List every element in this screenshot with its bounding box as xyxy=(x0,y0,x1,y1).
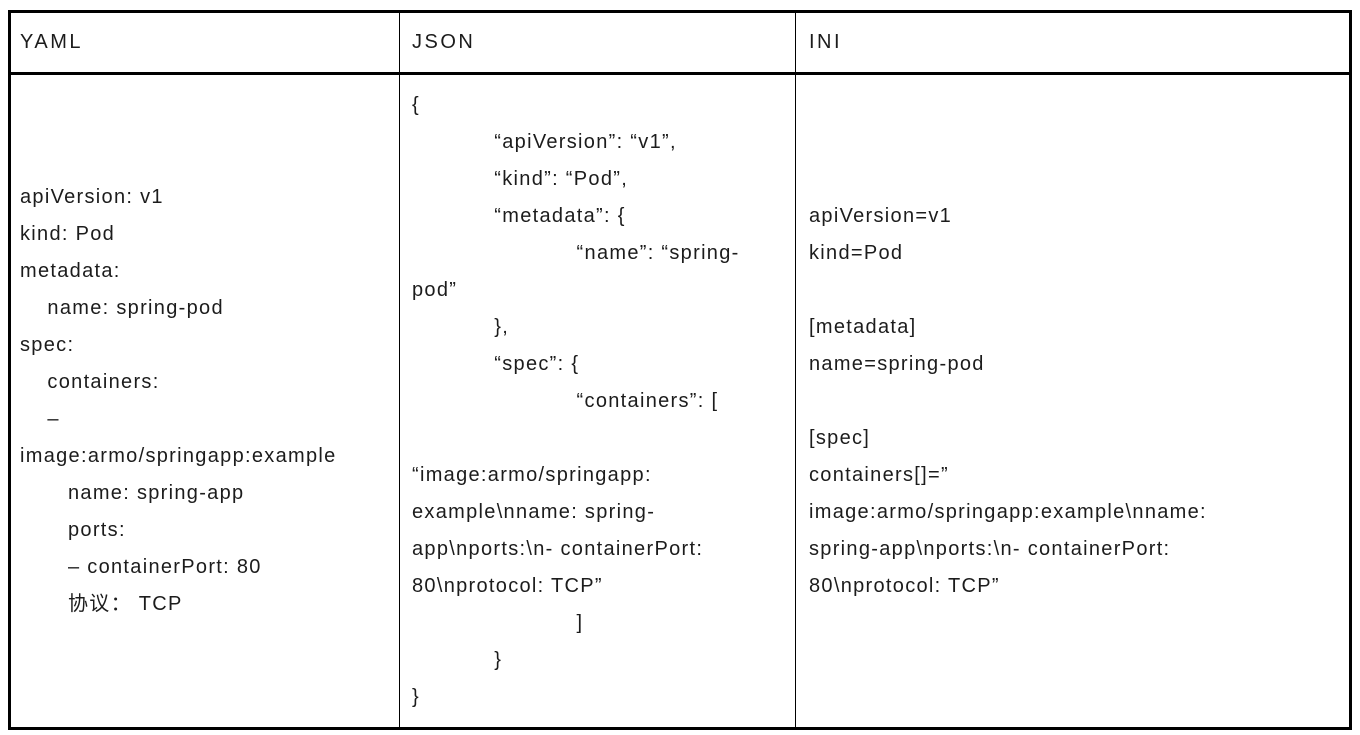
column-header-json: JSON xyxy=(400,13,796,75)
code-line: ports: xyxy=(20,519,126,541)
ini-code-cell: apiVersion=v1 kind=Pod [metadata] name=spri… xyxy=(796,75,1349,727)
code-line: containers: xyxy=(20,371,160,393)
code-line: } xyxy=(412,685,420,708)
code-line: “metadata”: { xyxy=(412,204,626,227)
column-header-yaml: YAML xyxy=(11,13,400,75)
code-line: image:armo/springapp:example xyxy=(20,445,337,467)
json-code-cell: { “apiVersion”: “v1”, “kind”: “Pod”, “me… xyxy=(400,75,796,727)
code-line: name=spring-pod xyxy=(809,352,985,375)
code-line: spring-app\nports:\n- containerPort: xyxy=(809,537,1171,560)
code-line: [metadata] xyxy=(809,315,917,338)
column-header-ini: INI xyxy=(796,13,1349,75)
code-line: kind=Pod xyxy=(809,241,904,264)
code-line: pod” xyxy=(412,278,458,301)
code-line: 80\nprotocol: TCP” xyxy=(412,574,603,597)
code-line: apiVersion: v1 xyxy=(20,186,164,208)
code-line: spec: xyxy=(20,334,75,356)
code-line: “apiVersion”: “v1”, xyxy=(412,130,677,153)
code-line: { xyxy=(412,93,420,116)
code-line xyxy=(412,420,791,457)
code-line: – xyxy=(20,408,60,430)
code-line: “name”: “spring- xyxy=(412,241,740,264)
code-line: app\nports:\n- containerPort: xyxy=(412,537,704,560)
code-line: containers[]=” xyxy=(809,463,949,486)
code-line xyxy=(809,272,1345,309)
code-line: }, xyxy=(412,315,510,338)
code-line: } xyxy=(412,648,503,671)
code-line: apiVersion=v1 xyxy=(809,204,953,227)
code-line: metadata: xyxy=(20,260,121,282)
code-line: “kind”: “Pod”, xyxy=(412,167,629,190)
code-line xyxy=(809,383,1345,420)
code-line: kind: Pod xyxy=(20,223,116,245)
code-line: “spec”: { xyxy=(412,352,580,375)
code-line: 80\nprotocol: TCP” xyxy=(809,574,1000,597)
column-header-ini-label: INI xyxy=(809,31,843,53)
yaml-code-cell: apiVersion: v1 kind: Pod metadata: name: s… xyxy=(11,75,400,727)
format-comparison-table: YAML JSON INI apiVersion: v1 kind: Pod met… xyxy=(8,10,1352,730)
code-line: “image:armo/springapp: xyxy=(412,463,652,486)
code-line: – containerPort: 80 xyxy=(20,556,262,578)
code-line: example\nname: spring- xyxy=(412,500,656,523)
code-line: name: spring-app xyxy=(20,482,245,504)
code-line: 协议： TCP xyxy=(20,593,183,615)
code-line: “containers”: [ xyxy=(412,389,719,412)
code-line: image:armo/springapp:example\nname: xyxy=(809,500,1207,523)
code-line: ] xyxy=(412,611,584,634)
column-header-json-label: JSON xyxy=(412,31,476,53)
code-line: [spec] xyxy=(809,426,871,449)
code-line: name: spring-pod xyxy=(20,297,224,319)
column-header-yaml-label: YAML xyxy=(20,31,83,53)
